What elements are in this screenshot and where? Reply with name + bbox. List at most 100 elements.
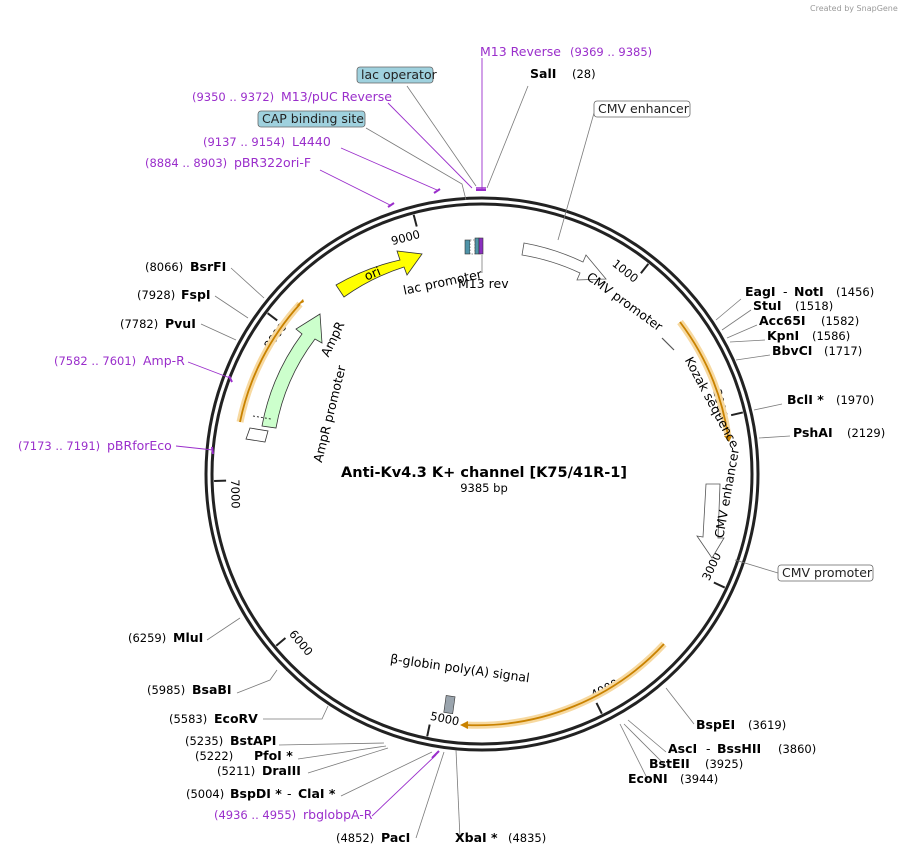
orf-line-2	[465, 643, 665, 727]
cmv-enhancer-arrow-1	[521, 242, 607, 281]
enzyme-name: BstEII	[649, 756, 690, 771]
tick-mark	[275, 637, 287, 647]
enzyme-name: PfoI *	[254, 748, 293, 763]
primer-range: (9137 .. 9154)	[203, 135, 285, 149]
enzyme-pos: (7782)	[120, 317, 158, 331]
primer-name: M13 Reverse	[480, 44, 561, 59]
enzyme-pos: (5235)	[185, 734, 223, 748]
enzyme-pos: (5583)	[169, 712, 207, 726]
tick-mark	[640, 263, 650, 274]
primer-labels: M13 Reverse (9369 .. 9385) (9350 .. 9372…	[18, 44, 652, 822]
enzyme-name: AscI	[668, 741, 697, 756]
primer-range: (8884 .. 8903)	[145, 156, 227, 170]
primer-range: (9369 .. 9385)	[570, 45, 652, 59]
enzyme-name: NotI	[794, 284, 824, 299]
watermark: Created by SnapGene	[810, 4, 898, 13]
tick-mark	[426, 724, 431, 737]
orf-arrow-1	[724, 436, 732, 442]
tick-mark	[267, 312, 278, 322]
enzyme-name: EagI	[745, 284, 776, 299]
orf-glow-2	[465, 641, 667, 729]
enzyme-name: BsaBI	[192, 682, 232, 697]
lac-promoter-mark	[469, 239, 476, 255]
primer-range: (4936 .. 4955)	[214, 808, 296, 822]
backbone-inner	[210, 202, 754, 746]
cap-binding-site-box	[257, 110, 366, 128]
enzyme-pos: (1970)	[836, 393, 874, 407]
enzyme-pos: (2129)	[847, 426, 885, 440]
enzyme-pos: (3944)	[680, 772, 718, 786]
enzyme-name: EcoRV	[214, 711, 258, 726]
enzyme-name: KpnI	[767, 328, 799, 343]
enzyme-pos: (5004)	[186, 787, 224, 801]
primer-name: M13/pUC Reverse	[281, 89, 392, 104]
enzyme-name: BspDI *	[230, 786, 282, 801]
kozak-mark	[661, 337, 675, 351]
ampr-divider	[252, 415, 272, 420]
globin-label: β-globin poly(A) signal	[389, 651, 530, 685]
svg-text:-: -	[783, 284, 788, 299]
tick-label: 1000	[609, 256, 641, 285]
tick-label: 6000	[286, 627, 316, 658]
ampr-promoter-label: AmpR promoter	[310, 363, 349, 464]
primer-name: pBR322ori-F	[234, 155, 311, 170]
cmv-enhancer-arrow-2	[696, 483, 725, 559]
enzyme-name: PvuI	[165, 316, 196, 331]
enzyme-name: BclI *	[787, 392, 824, 407]
enzyme-name: MluI	[173, 630, 203, 645]
primer-name: pBRforEco	[107, 438, 172, 453]
enzyme-name: XbaI *	[455, 830, 498, 845]
orf-line-1	[679, 321, 729, 437]
orf-arrow-3	[296, 299, 304, 306]
enzyme-pos: (4852)	[336, 831, 374, 845]
ori-arrow	[335, 250, 423, 298]
orf-arrow-2	[460, 721, 468, 729]
cmv-promoter-label-2: CMV promoter	[782, 565, 873, 580]
enzyme-name: DraIII	[262, 763, 301, 778]
cap-site-mark	[464, 239, 471, 255]
enzyme-pos: (3619)	[748, 718, 786, 732]
enzyme-pos: (1518)	[795, 299, 833, 313]
enzyme-name: BssHII	[717, 741, 761, 756]
enzyme-pos: (1582)	[821, 314, 859, 328]
enzyme-pos: (5211)	[217, 764, 255, 778]
ampr-arrow	[261, 313, 323, 429]
primer-range: (7173 .. 7191)	[18, 439, 100, 453]
leader-lines	[175, 58, 791, 839]
primer-range: (9350 .. 9372)	[192, 90, 274, 104]
enzyme-pos: (1586)	[812, 329, 850, 343]
enzyme-pos: (3860)	[778, 742, 816, 756]
enzyme-pos: (6259)	[128, 631, 166, 645]
tick-mark	[713, 581, 726, 589]
m13-rev-label: M13 rev	[458, 276, 509, 291]
enzyme-name: BspEI	[696, 717, 735, 732]
orf-line-3	[239, 303, 301, 423]
svg-text:-: -	[287, 786, 292, 801]
enzyme-name: BbvCI	[772, 343, 812, 358]
tick-mark	[730, 411, 744, 417]
cmv-enhancer-label: CMV enhancer	[598, 101, 690, 116]
enzyme-name: PshAI	[793, 425, 833, 440]
enzyme-name: Acc65I	[759, 313, 806, 328]
enzyme-pos: (1456)	[836, 285, 874, 299]
kozak-label: Kozak sequence	[682, 354, 743, 450]
enzyme-pos: (28)	[572, 67, 596, 81]
plasmid-name: Anti-Kv4.3 K+ channel [K75/41R-1]	[341, 465, 627, 481]
boxed-feature-labels: lac operator CAP binding site CMV enhanc…	[257, 66, 874, 582]
m13-rev-mark	[478, 237, 484, 255]
cmv-promoter-box	[777, 564, 874, 582]
primer-range: (7582 .. 7601)	[54, 354, 136, 368]
enzyme-pos: (1717)	[824, 344, 862, 358]
enzyme-name: BstAPI	[230, 733, 276, 748]
svg-text:-: -	[706, 741, 711, 756]
plasmid-length: 9385 bp	[460, 481, 508, 495]
enzyme-pos: (4835)	[508, 831, 546, 845]
tick-label: 9000	[390, 227, 422, 248]
enzyme-name: EcoNI	[628, 771, 668, 786]
enzyme-labels: SalI (28) EagI - NotI (1456) StuI (1518)…	[120, 66, 885, 845]
enzyme-pos: (7928)	[137, 288, 175, 302]
ori-label: ori	[362, 263, 383, 283]
tick-mark	[595, 702, 603, 715]
tick-label: 7000	[228, 479, 243, 509]
